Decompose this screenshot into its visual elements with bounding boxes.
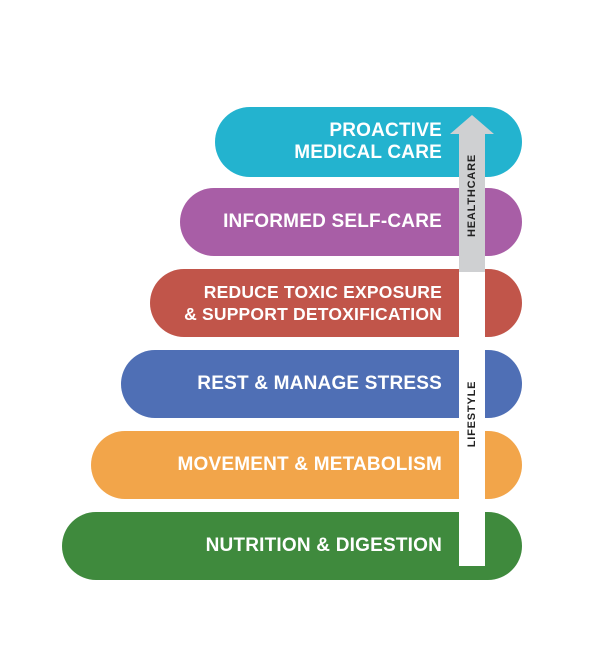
tier-label-rest: REST & MANAGE STRESS (197, 373, 442, 394)
tier-reduce-toxic-exposure: REDUCE TOXIC EXPOSURE & SUPPORT DETOXIFI… (150, 269, 522, 337)
tier-movement-metabolism: MOVEMENT & METABOLISM (91, 431, 522, 499)
tier-rest-manage-stress: REST & MANAGE STRESS (121, 350, 522, 418)
healthcare-axis-label: HEALTHCARE (466, 154, 478, 237)
tier-label-informed: INFORMED SELF-CARE (223, 211, 442, 232)
tier-label-movement: MOVEMENT & METABOLISM (177, 454, 442, 475)
tier-nutrition-digestion: NUTRITION & DIGESTION (62, 512, 522, 580)
lifestyle-axis-label: LIFESTYLE (466, 380, 478, 448)
tier-label-nutrition: NUTRITION & DIGESTION (205, 535, 442, 556)
tier-label-reduce: REDUCE TOXIC EXPOSURE & SUPPORT DETOXIFI… (184, 282, 442, 324)
tier-label-proactive: PROACTIVE MEDICAL CARE (294, 120, 442, 163)
